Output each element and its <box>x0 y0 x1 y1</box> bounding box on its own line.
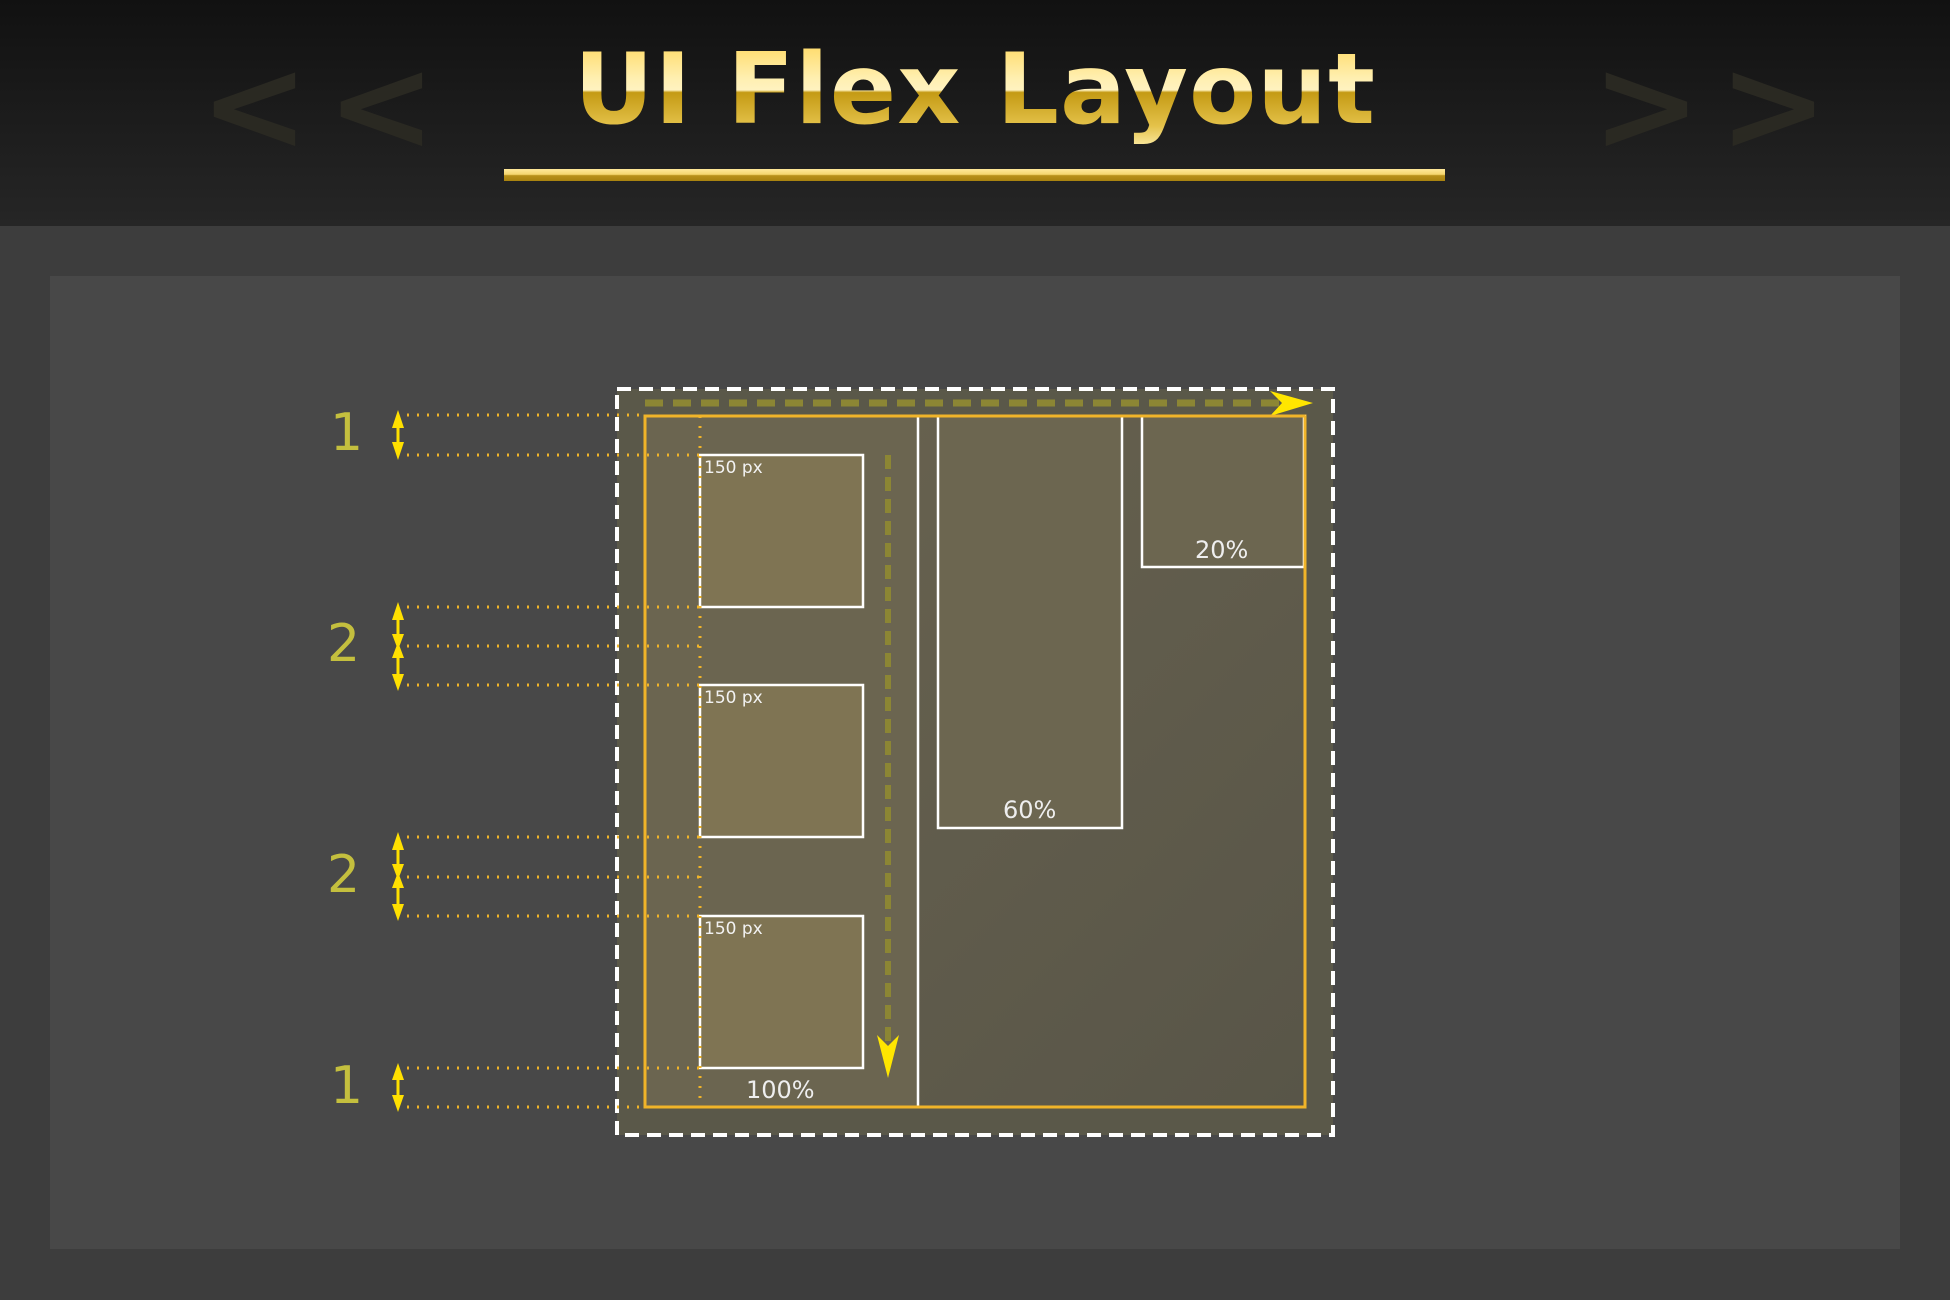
row-item-60-label: 60% <box>1003 796 1057 824</box>
double-arrow-icon <box>392 1063 404 1112</box>
spacing-ratio-third: 2 <box>327 845 361 905</box>
column-item-2 <box>698 683 865 839</box>
column-item-3-label: 150 px <box>704 919 763 939</box>
spacing-arrows <box>392 410 404 1112</box>
column-item-1 <box>698 453 865 609</box>
spacing-ratio-top: 1 <box>330 403 364 463</box>
cross-axis-arrow-icon <box>877 1035 899 1078</box>
next-arrow-button[interactable]: >> <box>1592 29 1846 181</box>
row-item-60 <box>936 414 1124 830</box>
main-axis-arrow-icon <box>1270 391 1313 416</box>
title-underline <box>504 169 1445 181</box>
spacing-ratio-second: 2 <box>327 614 361 674</box>
column-item-2-label: 150 px <box>704 688 763 708</box>
column-item-1-label: 150 px <box>704 458 763 478</box>
double-arrow-icon <box>392 410 404 460</box>
double-arrow-icon <box>392 602 404 691</box>
page-title: UI Flex Layout <box>0 30 1950 150</box>
spacing-ratio-bottom: 1 <box>330 1056 364 1116</box>
previous-arrow-button[interactable]: << <box>200 40 454 170</box>
row-item-20-label: 20% <box>1195 536 1249 564</box>
header: << UI Flex Layout >> <box>0 0 1950 226</box>
column-percent-label: 100% <box>746 1076 815 1104</box>
column-item-3 <box>698 914 865 1070</box>
double-arrow-icon <box>392 832 404 921</box>
